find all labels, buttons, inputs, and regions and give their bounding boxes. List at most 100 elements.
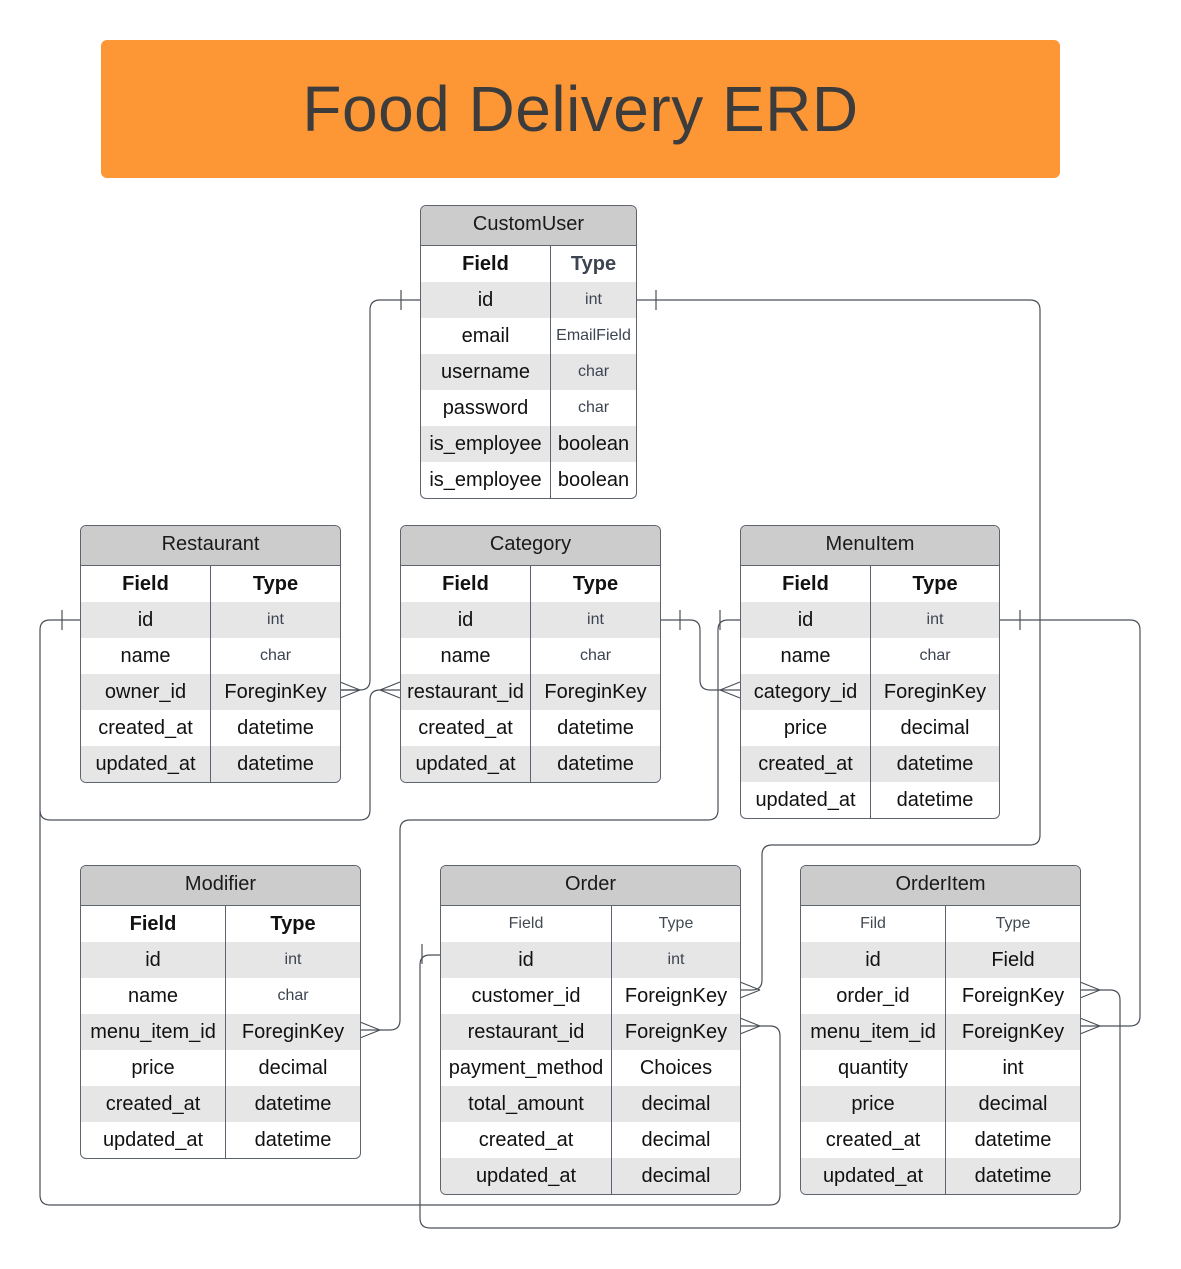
field-name: updated_at bbox=[801, 1158, 946, 1194]
table-row: email EmailField bbox=[421, 318, 636, 354]
field-type: ForeginKey bbox=[224, 680, 327, 703]
field-type: datetime bbox=[896, 788, 974, 811]
column-header-row: Field Type bbox=[741, 566, 999, 602]
field-column-header: Field bbox=[81, 906, 226, 942]
field-column-header: Field bbox=[421, 246, 551, 282]
field-type: datetime bbox=[237, 716, 314, 739]
field-name: is_employee bbox=[421, 426, 551, 462]
table-row: name char bbox=[741, 638, 999, 674]
field-name: price bbox=[81, 1050, 226, 1086]
field-name: name bbox=[81, 978, 226, 1014]
field-name: name bbox=[741, 638, 871, 674]
table-row: menu_item_id ForeginKey bbox=[81, 1014, 360, 1050]
field-name: updated_at bbox=[81, 746, 211, 782]
column-header-row: Field Type bbox=[441, 906, 740, 942]
table-row: updated_at datetime bbox=[81, 1122, 360, 1158]
field-type: ForeignKey bbox=[624, 1020, 728, 1043]
rel-customuser-order bbox=[637, 299, 1041, 991]
rel-customuser-order-many-mark bbox=[739, 981, 761, 999]
field-name: payment_method bbox=[441, 1050, 612, 1086]
field-type: char bbox=[919, 647, 951, 664]
entity-name: Restaurant bbox=[81, 526, 340, 566]
entity-name: Order bbox=[441, 866, 740, 906]
field-name: created_at bbox=[81, 1086, 226, 1122]
field-type: ForeginKey bbox=[883, 680, 987, 703]
field-name: updated_at bbox=[81, 1122, 226, 1158]
table-row: updated_at datetime bbox=[81, 746, 340, 782]
rel-restaurant-order-many-mark bbox=[739, 1017, 761, 1035]
field-name: menu_item_id bbox=[81, 1014, 226, 1050]
field-type: EmailField bbox=[556, 327, 631, 344]
field-column-header: Field bbox=[401, 566, 531, 602]
type-column-header: Type bbox=[995, 915, 1031, 932]
rel-restaurant-category-many-mark bbox=[379, 681, 401, 699]
rel-restaurant-category bbox=[39, 619, 400, 821]
field-type: int bbox=[1002, 1056, 1024, 1079]
field-type: char bbox=[259, 647, 292, 664]
field-name: total_amount bbox=[441, 1086, 612, 1122]
field-name: customer_id bbox=[441, 978, 612, 1014]
rel-order-orderitem-many-mark bbox=[1079, 981, 1101, 999]
field-type: datetime bbox=[896, 752, 974, 775]
type-column-header: Type bbox=[252, 572, 299, 595]
field-name: id bbox=[81, 602, 211, 638]
field-type: char bbox=[277, 987, 309, 1004]
field-name: name bbox=[81, 638, 211, 674]
field-name: menu_item_id bbox=[801, 1014, 946, 1050]
field-name: owner_id bbox=[81, 674, 211, 710]
field-type: datetime bbox=[237, 752, 314, 775]
type-column-header: Type bbox=[270, 912, 316, 935]
field-type: ForeginKey bbox=[241, 1020, 345, 1043]
diagram-title: Food Delivery ERD bbox=[302, 73, 859, 145]
table-row: created_at decimal bbox=[441, 1122, 740, 1158]
field-type: decimal bbox=[641, 1128, 711, 1151]
type-column-header: Type bbox=[658, 915, 694, 932]
field-type: boolean bbox=[557, 468, 630, 491]
field-name: restaurant_id bbox=[401, 674, 531, 710]
entity-name: Category bbox=[401, 526, 660, 566]
field-name: password bbox=[421, 390, 551, 426]
type-column-header: Type bbox=[912, 572, 958, 595]
field-name: id bbox=[441, 942, 612, 978]
field-column-header: Field bbox=[81, 566, 211, 602]
field-name: username bbox=[421, 354, 551, 390]
type-column-header: Type bbox=[570, 252, 617, 275]
field-type: boolean bbox=[557, 432, 630, 455]
field-type: datetime bbox=[254, 1128, 332, 1151]
field-name: name bbox=[401, 638, 531, 674]
field-column-header: Field bbox=[741, 566, 871, 602]
field-type: decimal bbox=[258, 1056, 328, 1079]
field-name: created_at bbox=[401, 710, 531, 746]
field-type: decimal bbox=[641, 1164, 711, 1187]
field-type: datetime bbox=[974, 1128, 1052, 1151]
field-name: id bbox=[741, 602, 871, 638]
field-type: datetime bbox=[557, 752, 634, 775]
field-name: updated_at bbox=[441, 1158, 612, 1194]
table-row: price decimal bbox=[81, 1050, 360, 1086]
field-type: int bbox=[284, 951, 302, 968]
field-name: created_at bbox=[441, 1122, 612, 1158]
field-column-header: Field bbox=[441, 906, 612, 942]
rel-order-orderitem bbox=[419, 954, 1121, 1229]
field-name: email bbox=[421, 318, 551, 354]
